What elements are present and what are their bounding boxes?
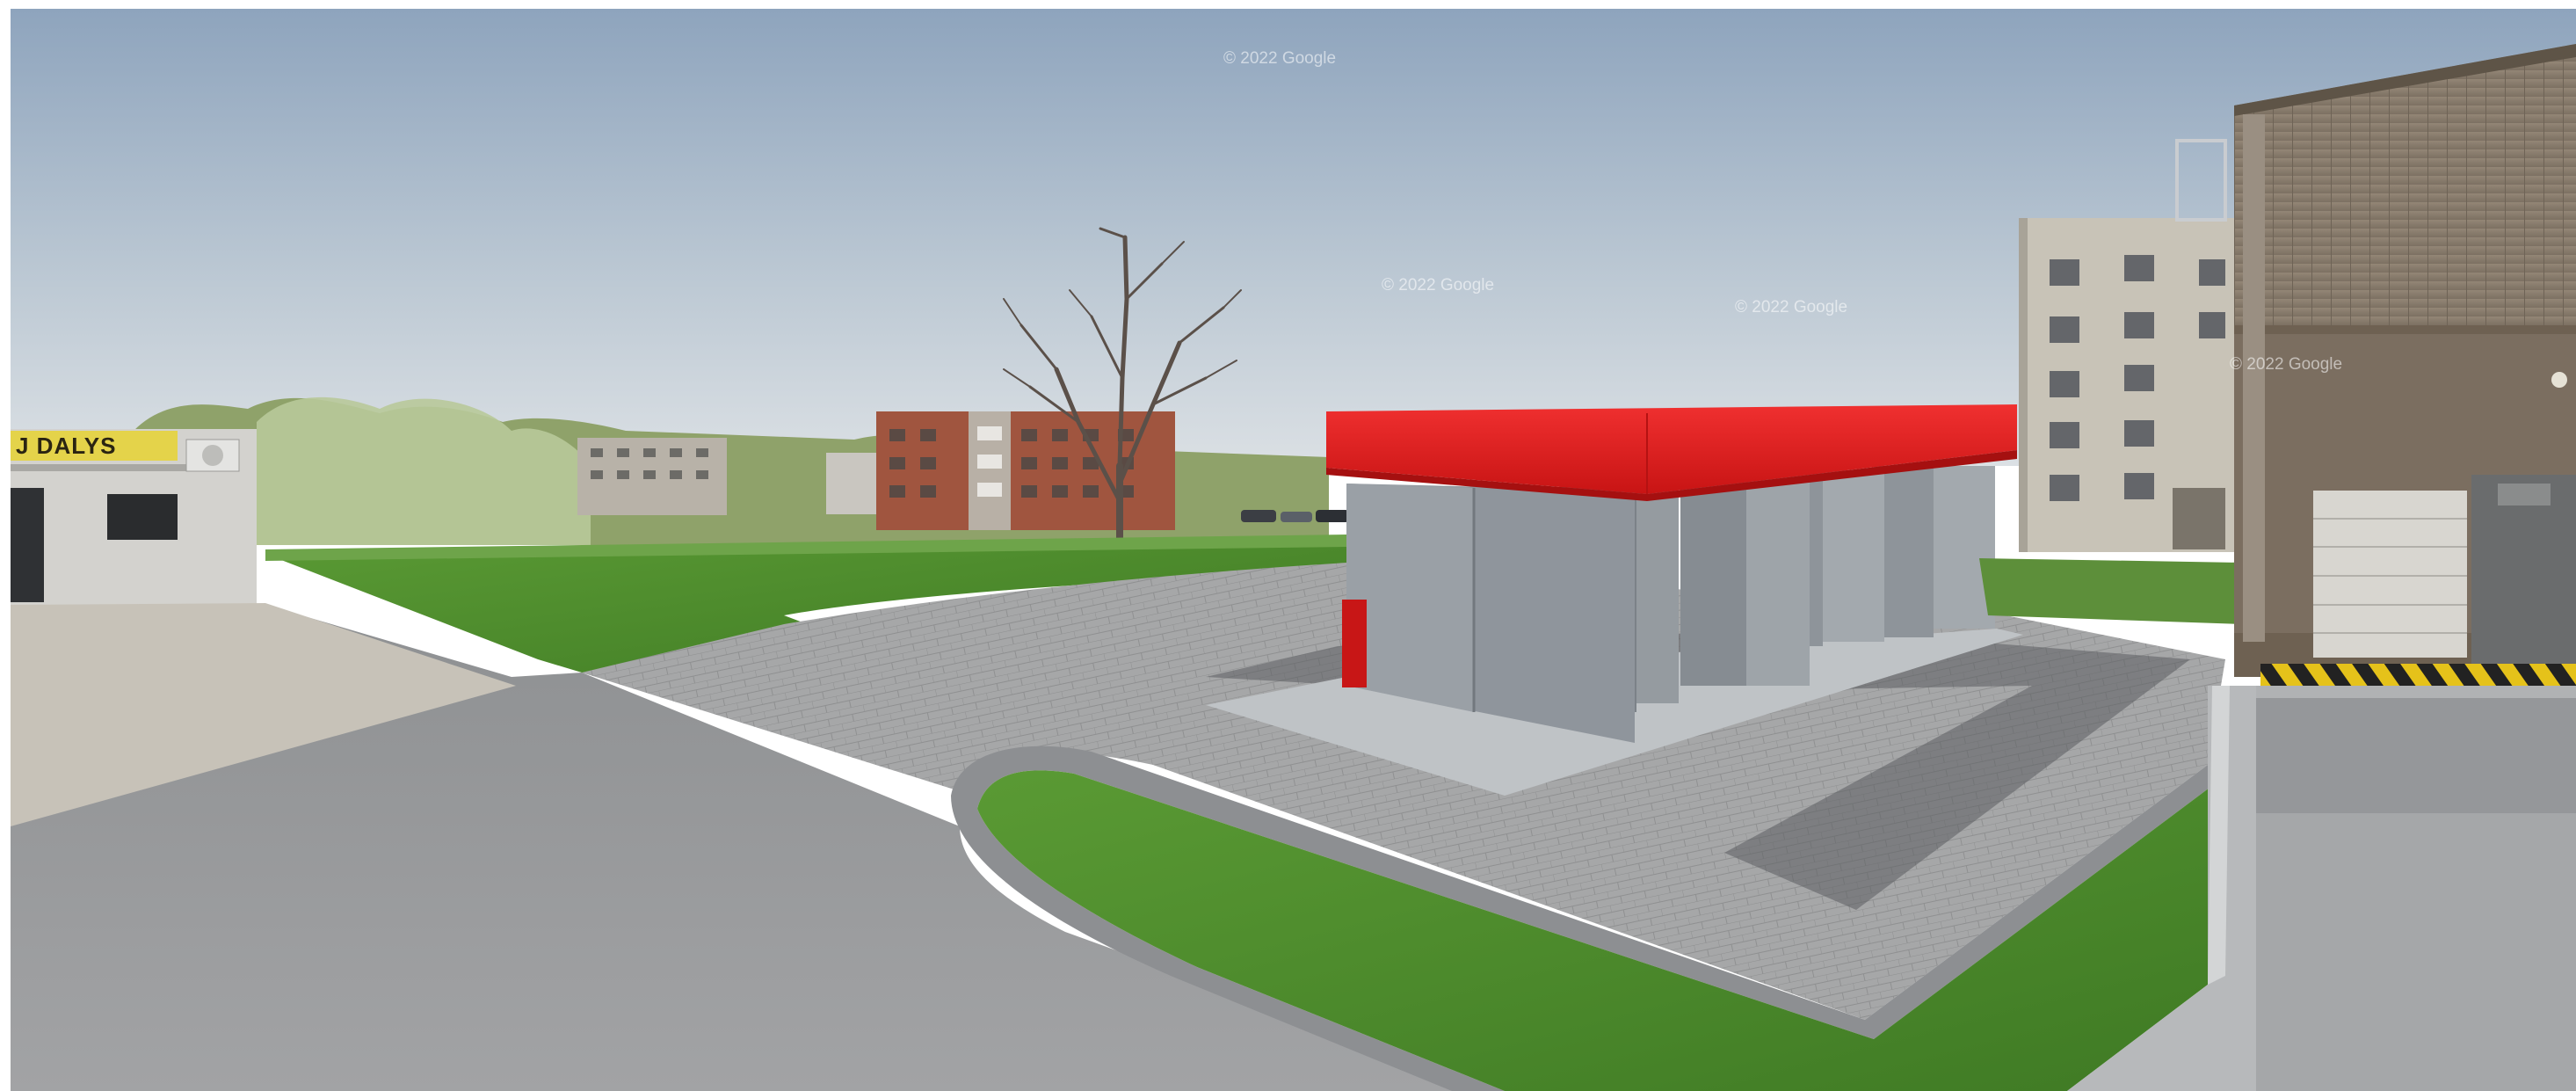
bare-tree bbox=[1003, 227, 1242, 593]
warning-stripes bbox=[2260, 664, 2576, 686]
asphalt-road bbox=[11, 605, 1505, 1091]
dock-wall bbox=[2208, 686, 2230, 985]
dock-ramp bbox=[2067, 686, 2256, 1091]
dock-apron bbox=[2256, 813, 2576, 1091]
canopy-end-wall bbox=[1346, 484, 1474, 712]
dock-door bbox=[2471, 475, 2576, 668]
wall-lamp bbox=[2551, 372, 2567, 388]
watermark-right: © 2022 Google bbox=[1735, 298, 1847, 316]
watermark-mid: © 2022 Google bbox=[1382, 276, 1494, 295]
warehouse bbox=[2234, 44, 2576, 813]
brick-apartment-block bbox=[876, 411, 1175, 530]
watermark-warehouse: © 2022 Google bbox=[2230, 355, 2342, 374]
grass-slope bbox=[265, 536, 1346, 686]
scene-svg: J DALYS bbox=[11, 9, 2576, 1091]
curb-island bbox=[951, 746, 2217, 1091]
shop-sign: J DALYS bbox=[11, 431, 178, 461]
red-door-panel bbox=[1342, 600, 1367, 687]
distant-apartments bbox=[577, 438, 879, 515]
loading-dock bbox=[2256, 686, 2576, 813]
grass-island bbox=[977, 770, 2217, 1091]
canopy-pier bbox=[1636, 484, 1679, 703]
canopy-shadow bbox=[1206, 629, 2190, 910]
grass-right bbox=[1979, 558, 2243, 624]
canopy-pier bbox=[1746, 475, 1810, 686]
shop-sign-text: J DALYS bbox=[16, 433, 116, 459]
grass-back-strip bbox=[265, 535, 1346, 561]
canopy-red-roof bbox=[1326, 404, 2017, 494]
distant-parked-cars bbox=[1241, 510, 1349, 522]
car-wash-canopy bbox=[1326, 404, 2017, 743]
canopy-pier bbox=[1823, 470, 1884, 642]
right-apartment-block bbox=[2019, 139, 2247, 552]
watermark-top: © 2022 Google bbox=[1223, 49, 1336, 68]
canopy-pier bbox=[1680, 475, 1746, 686]
light-trees-left bbox=[257, 396, 591, 545]
render-scene: J DALYS bbox=[11, 9, 2576, 1091]
canopy-pier bbox=[1934, 466, 1995, 629]
sidewalk-left bbox=[11, 603, 516, 826]
